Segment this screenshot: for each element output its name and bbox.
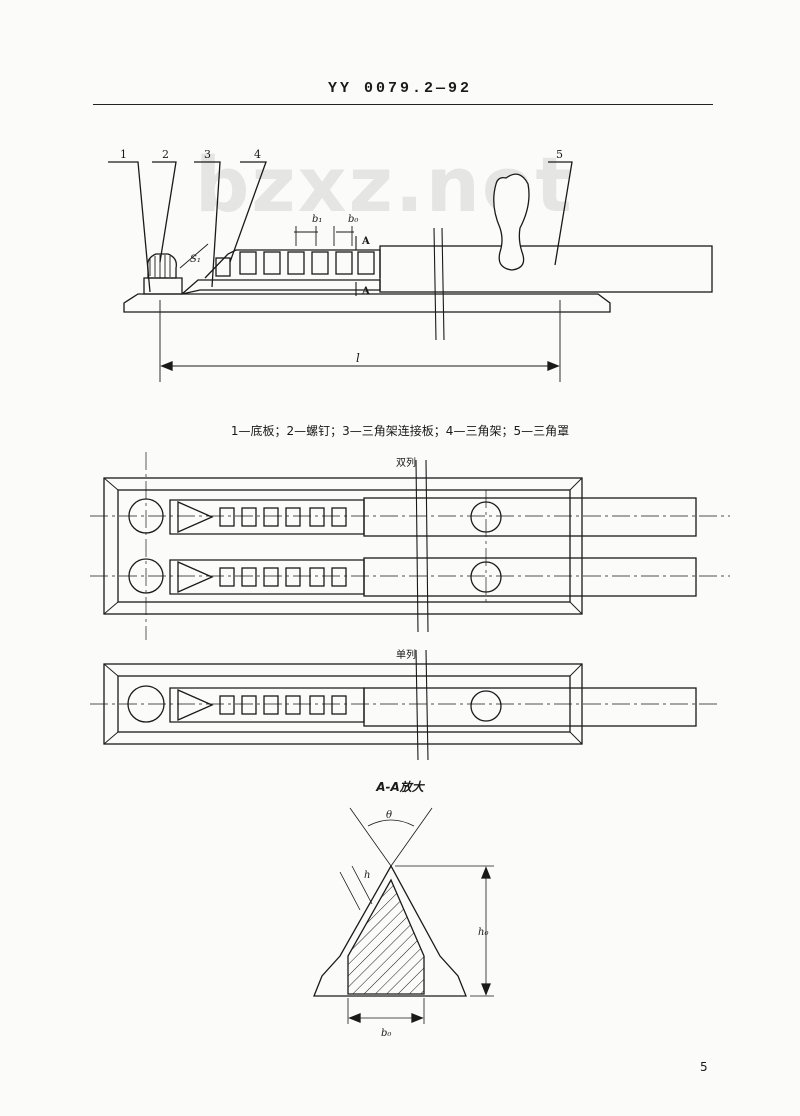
- plan-single-row: [90, 649, 720, 761]
- callout-leader-5: [548, 161, 573, 266]
- standard-code: YY 0079.2—92: [327, 80, 473, 97]
- length-dimension: [159, 300, 561, 382]
- callout-leader-3: [194, 161, 221, 288]
- dim-s1: S₁: [190, 254, 201, 265]
- page-number: 5: [700, 1060, 708, 1074]
- section-mark-top: A: [361, 236, 370, 247]
- dim-b1: b₁: [312, 214, 322, 225]
- screw-knob: [147, 253, 177, 279]
- dim-b0: b₀: [348, 214, 358, 225]
- rack-teeth: [215, 251, 375, 277]
- label-theta: θ: [386, 810, 392, 821]
- header-rule: [93, 104, 713, 105]
- dim-length: l: [356, 351, 360, 365]
- triangle-cover: [379, 245, 713, 293]
- callout-2: 2: [162, 148, 169, 161]
- callout-leader-2: [152, 161, 177, 263]
- callout-5: 5: [556, 148, 563, 161]
- cover-handle: [493, 173, 530, 271]
- triangle-cover-section: [313, 864, 467, 997]
- section-title: A-A放大: [376, 780, 424, 794]
- base-plate: [123, 293, 611, 313]
- plan-double-row: [90, 452, 730, 640]
- triangle-rack-section: [347, 878, 425, 995]
- section-mark-bottom: A: [361, 286, 370, 297]
- break-line: [433, 227, 445, 341]
- label-double-row: 双列: [396, 456, 416, 469]
- label-height: h₀: [478, 927, 488, 938]
- callout-4: 4: [254, 148, 261, 161]
- label-single-row: 单列: [396, 648, 416, 661]
- figure-legend: 1—底板；2—螺钉；3—三角架连接板；4—三角架；5—三角罩: [230, 424, 570, 438]
- label-h: h: [364, 870, 370, 881]
- label-base: b₀: [381, 1028, 391, 1039]
- callout-leader-4: [229, 161, 267, 263]
- callout-3: 3: [204, 148, 211, 161]
- callout-1: 1: [120, 148, 127, 161]
- callout-leader-1: [108, 161, 151, 293]
